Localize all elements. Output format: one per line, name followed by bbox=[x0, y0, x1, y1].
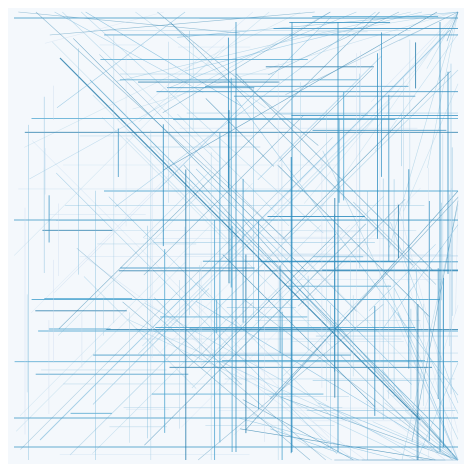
diagonal-line bbox=[108, 196, 210, 298]
diagonal-line bbox=[381, 224, 459, 330]
diagonal-line bbox=[191, 195, 384, 389]
diagonal-line bbox=[142, 171, 210, 239]
diagonal-line bbox=[15, 261, 186, 432]
diagonal-line bbox=[114, 11, 376, 208]
diagonal-line bbox=[389, 11, 459, 248]
diagonal-line bbox=[138, 102, 391, 355]
diagonal-line bbox=[69, 69, 459, 456]
diagonal-line bbox=[242, 399, 354, 461]
diagonal-line bbox=[234, 97, 459, 396]
diagonal-line bbox=[427, 11, 459, 169]
diagonal-line bbox=[143, 115, 304, 276]
diagonal-line bbox=[85, 11, 242, 107]
vertical-lines bbox=[24, 22, 453, 460]
diagonal-line bbox=[391, 223, 459, 461]
diagonal-line bbox=[29, 11, 331, 180]
diagonal-line bbox=[157, 11, 319, 146]
diagonal-line bbox=[340, 355, 439, 454]
diagonal-line bbox=[20, 137, 333, 450]
diagonal-line bbox=[148, 11, 254, 102]
diagonal-line bbox=[308, 11, 459, 37]
diagonal-line bbox=[372, 421, 459, 461]
diagonal-line bbox=[253, 413, 333, 461]
diagonal-line bbox=[190, 37, 444, 292]
diagonal-line bbox=[54, 11, 204, 93]
diagonal-line bbox=[403, 83, 459, 212]
diagonal-line bbox=[455, 195, 459, 314]
diagonal-line bbox=[169, 11, 357, 88]
diagonal-line bbox=[390, 306, 459, 461]
diagonal-line bbox=[62, 11, 219, 163]
diagonal-line bbox=[92, 225, 322, 454]
diagonal-line bbox=[57, 195, 199, 336]
diagonal-line bbox=[236, 73, 434, 271]
diagonal-line bbox=[157, 255, 258, 355]
diagonal-line bbox=[370, 11, 459, 103]
diagonal-line bbox=[89, 79, 441, 431]
diagonal-line bbox=[404, 410, 459, 461]
diagonal-line bbox=[165, 317, 355, 461]
diagonal-line bbox=[31, 140, 330, 438]
diagonal-line bbox=[116, 11, 411, 82]
diagonal-line bbox=[282, 70, 451, 240]
diagonal-line bbox=[85, 257, 366, 461]
diagonal-line bbox=[80, 11, 324, 234]
diagonal-line bbox=[125, 137, 228, 239]
diagonal-line bbox=[138, 11, 270, 123]
diagonal-line bbox=[426, 11, 459, 69]
diagonal-line bbox=[270, 428, 360, 461]
diagonal-line bbox=[83, 276, 197, 389]
diagonal-line bbox=[390, 221, 459, 404]
diagonal-line bbox=[58, 11, 380, 330]
diagonal-line bbox=[163, 11, 438, 171]
diagonal-line bbox=[398, 11, 459, 42]
diagonal-line bbox=[158, 16, 332, 190]
diagonal-line bbox=[322, 150, 459, 440]
diagonal-line bbox=[18, 11, 240, 34]
diagonal-line bbox=[384, 402, 459, 461]
diagonal-line bbox=[122, 301, 311, 461]
diagonal-line bbox=[184, 11, 422, 72]
diagonal-line bbox=[397, 312, 459, 461]
diagonal-line bbox=[279, 68, 373, 162]
diagonal-line bbox=[49, 11, 315, 36]
diagonal-line bbox=[277, 164, 430, 318]
diagonal-line bbox=[181, 187, 421, 428]
diagonal-line bbox=[285, 11, 459, 95]
diagonal-line bbox=[245, 190, 459, 430]
diagonal-line bbox=[195, 168, 412, 385]
diagonal-line bbox=[54, 127, 220, 293]
diagonal-line bbox=[187, 302, 254, 369]
diagonal-line bbox=[411, 200, 459, 442]
diagonal-line bbox=[238, 417, 400, 461]
diagonal-line bbox=[101, 117, 335, 350]
diagonal-line bbox=[297, 198, 406, 307]
diagonal-line bbox=[446, 11, 459, 42]
diagonal-line bbox=[318, 402, 459, 461]
diagonal-line bbox=[44, 11, 164, 44]
diagonal-line bbox=[153, 297, 242, 386]
